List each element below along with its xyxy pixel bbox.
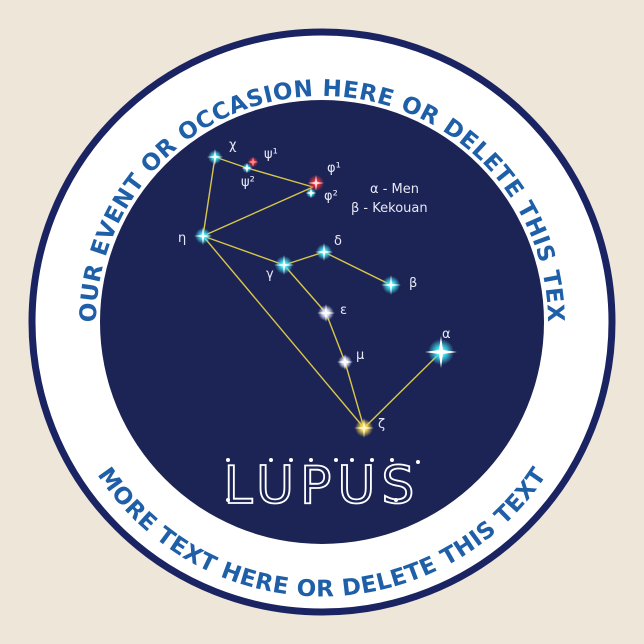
star-psi2	[242, 163, 252, 173]
star-name-legend: α - Men β - Kekouan	[351, 182, 428, 216]
star-zeta	[354, 418, 374, 438]
star-labels: χ ψ¹ ψ² φ¹ φ² η γ δ β ε μ ζ α	[178, 138, 451, 432]
constellation-lines	[202, 156, 442, 429]
star-phi1	[308, 175, 324, 191]
star-eta	[194, 227, 212, 245]
line-zeta-alpha	[363, 351, 442, 429]
line-chi-eta	[202, 156, 216, 237]
label-eta: η	[178, 231, 186, 246]
label-epsilon: ε	[340, 303, 347, 318]
title-sparkle-dots	[226, 458, 420, 502]
label-delta: δ	[334, 234, 342, 249]
star-beta	[381, 275, 401, 295]
label-gamma: γ	[266, 267, 274, 282]
label-psi1: ψ¹	[264, 147, 278, 162]
label-beta: β	[409, 276, 417, 291]
label-alpha: α	[442, 327, 451, 342]
star-epsilon	[317, 304, 335, 322]
legend-beta: β - Kekouan	[351, 201, 428, 216]
line-phi2-eta	[202, 186, 314, 237]
star-phi2	[306, 188, 316, 198]
star-chi	[207, 149, 223, 165]
star-delta	[315, 243, 333, 261]
line-psi2-phi2	[246, 167, 314, 188]
label-chi: χ	[229, 138, 237, 153]
night-sky-disc	[100, 100, 544, 544]
star-gamma	[274, 255, 294, 275]
line-eta-gamma	[202, 235, 285, 266]
label-psi2: ψ²	[241, 175, 255, 190]
line-epsilon-mu	[325, 312, 346, 363]
star-mu	[337, 354, 353, 370]
line-delta-beta	[323, 251, 392, 286]
label-phi2: φ²	[324, 189, 338, 204]
legend-alpha: α - Men	[370, 182, 419, 197]
line-gamma-epsilon	[283, 264, 327, 314]
constellation-title[interactable]: LUPUS	[223, 455, 421, 517]
label-zeta: ζ	[378, 417, 385, 432]
line-eta-zeta	[202, 235, 365, 429]
star-alpha	[425, 336, 457, 368]
line-mu-zeta	[344, 361, 365, 429]
label-mu: μ	[356, 348, 364, 363]
label-phi1: φ¹	[327, 161, 341, 176]
stars	[194, 149, 457, 438]
